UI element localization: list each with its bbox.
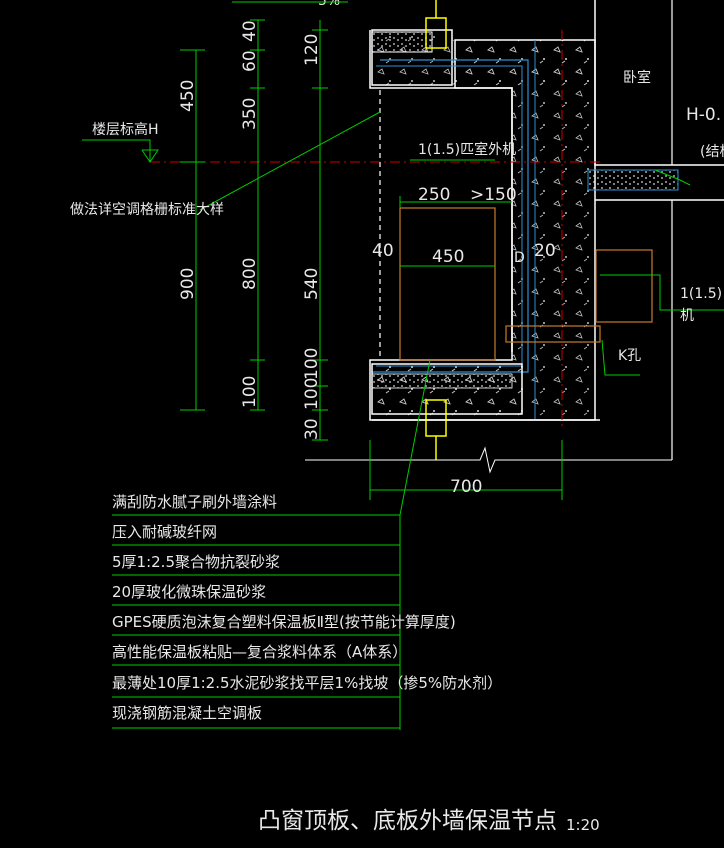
dim-100a: 100 (302, 378, 322, 410)
legend-item: GPES硬质泡沫复合塑料保温板Ⅱ型(按节能计算厚度) (112, 613, 456, 631)
dim-450: 450 (178, 80, 198, 112)
dim-450-unit: 450 (432, 247, 464, 267)
legend-item: 20厚玻化微珠保温砂浆 (112, 583, 266, 601)
dim-60: 60 (240, 50, 260, 72)
dim-900: 900 (178, 268, 198, 300)
legend-item: 压入耐碱玻纤网 (112, 523, 217, 541)
dim-250: 250 (418, 185, 450, 205)
grille-note: 做法详空调格栅标准大样 (70, 202, 224, 218)
dim-350: 350 (240, 98, 260, 130)
legend-item: 满刮防水腻子刷外墙涂料 (112, 493, 277, 511)
dimension-lines (82, 19, 724, 730)
dim-100: 100 (240, 376, 260, 408)
legend-item: 现浇钢筋混凝土空调板 (112, 704, 262, 722)
window-frame-bottom (425, 399, 447, 460)
dim-40-unit: 40 (372, 241, 394, 261)
dim-700: 700 (450, 477, 482, 497)
material-legend: 满刮防水腻子刷外墙涂料 压入耐碱玻纤网 5厚1:2.5聚合物抗裂砂浆 20厚玻化… (112, 493, 502, 722)
legend-item: 最薄处10厚1:2.5水泥砂浆找平层1%找坡（掺5%防水剂） (112, 674, 502, 692)
legend-item: 5厚1:2.5聚合物抗裂砂浆 (112, 553, 280, 571)
dim-100b: 100 (302, 348, 322, 380)
dim-120: 120 (302, 34, 322, 66)
dim-150: >150 (470, 185, 517, 205)
d-mark: D (514, 250, 525, 266)
drawing-scale: 1:20 (566, 816, 600, 834)
room-wall (594, 0, 724, 166)
dim-540: 540 (302, 268, 322, 300)
exterior-wall (369, 39, 596, 421)
dim-800: 800 (240, 258, 260, 290)
room-label: 卧室 (623, 69, 651, 86)
window-frame-top (425, 0, 447, 49)
legend-leaders (112, 514, 400, 729)
drawing-title: 凸窗顶板、底板外墙保温节点 (258, 808, 557, 834)
level-right-label: H-0. (686, 105, 721, 125)
floor-level-label: 楼层标高H (92, 121, 159, 138)
dim-30: 30 (302, 418, 322, 440)
k-hole-label: K孔 (618, 348, 641, 364)
legend-item: 高性能保温板粘贴—复合浆料体系（A体系） (112, 643, 407, 661)
ac-unit-label: 1(1.5)匹室外机 (418, 141, 516, 158)
ac-right-label-2: 机 (680, 308, 694, 324)
ac-unit (399, 207, 653, 361)
top-cut-text: 5% (318, 0, 340, 9)
lower-slab (371, 363, 600, 421)
ac-right-label: 1(1.5) (680, 286, 722, 302)
break-line (305, 446, 672, 474)
struct-note: (结构 (700, 144, 724, 160)
dim-20: 20 (534, 241, 556, 261)
dim-40: 40 (240, 20, 260, 42)
